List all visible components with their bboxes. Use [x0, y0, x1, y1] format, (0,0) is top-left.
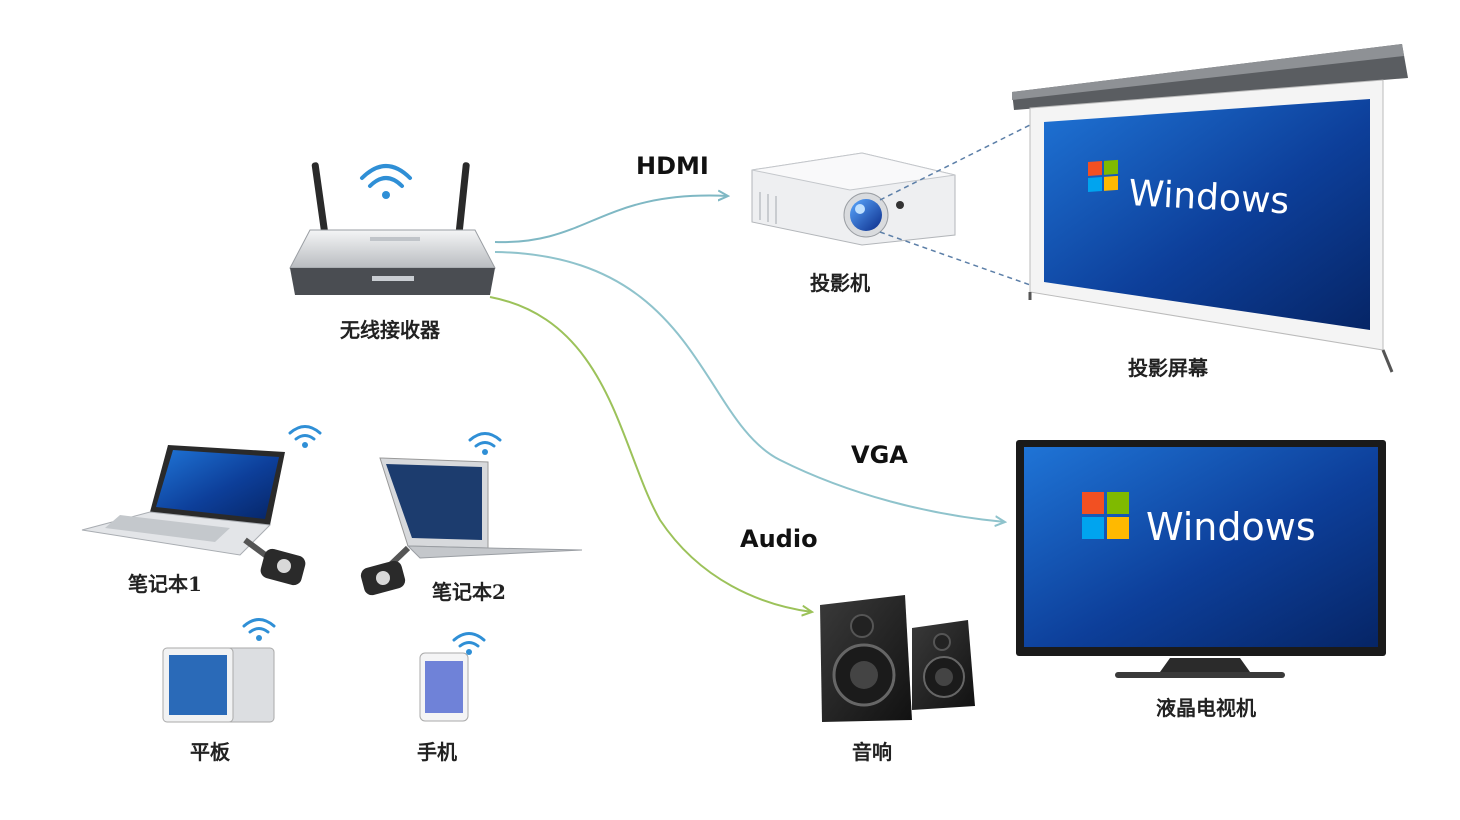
- hdmi-label: HDMI: [636, 152, 709, 180]
- projection-beam: [879, 121, 1037, 288]
- audio-label: Audio: [740, 525, 818, 553]
- usb-dongle-2-icon: [360, 545, 411, 596]
- wifi-phone-icon: [452, 632, 486, 655]
- wifi-icon: [360, 164, 412, 199]
- phone-icon: [419, 652, 469, 722]
- usb-dongle-1-icon: [243, 537, 306, 586]
- laptop-2-icon: [379, 457, 583, 559]
- tv-windows-logo-icon: [1082, 492, 1129, 539]
- screen-brand-text: Windows: [1128, 173, 1291, 222]
- projector-label: 投影机: [810, 271, 870, 295]
- tablet-label: 平板: [190, 740, 230, 764]
- wifi-tablet-icon: [242, 618, 276, 641]
- projection-screen-icon: [1012, 44, 1408, 373]
- vga-label: VGA: [851, 441, 908, 469]
- vga-line: [494, 251, 1005, 522]
- phone-label: 手机: [417, 740, 457, 764]
- speakers-label: 音响: [852, 740, 892, 764]
- tablet-icon: [162, 647, 275, 723]
- projector-icon: [751, 152, 956, 246]
- tv-brand-text: Windows: [1146, 505, 1316, 549]
- screen-label: 投影屏幕: [1128, 356, 1208, 380]
- tv-label: 液晶电视机: [1156, 696, 1256, 720]
- windows-logo-icon: [1088, 159, 1118, 192]
- laptop-2-label: 笔记本2: [432, 580, 506, 604]
- wifi-laptop-1-icon: [288, 425, 322, 448]
- speakers-icon: [820, 595, 975, 722]
- audio-line: [489, 296, 812, 612]
- hdmi-line: [494, 196, 728, 244]
- receiver-label: 无线接收器: [340, 318, 440, 342]
- router-icon: [289, 162, 496, 295]
- laptop-1-label: 笔记本1: [128, 572, 202, 596]
- tv-icon: [1016, 440, 1386, 678]
- wifi-laptop-2-icon: [468, 432, 502, 455]
- laptop-1-icon: [81, 445, 285, 556]
